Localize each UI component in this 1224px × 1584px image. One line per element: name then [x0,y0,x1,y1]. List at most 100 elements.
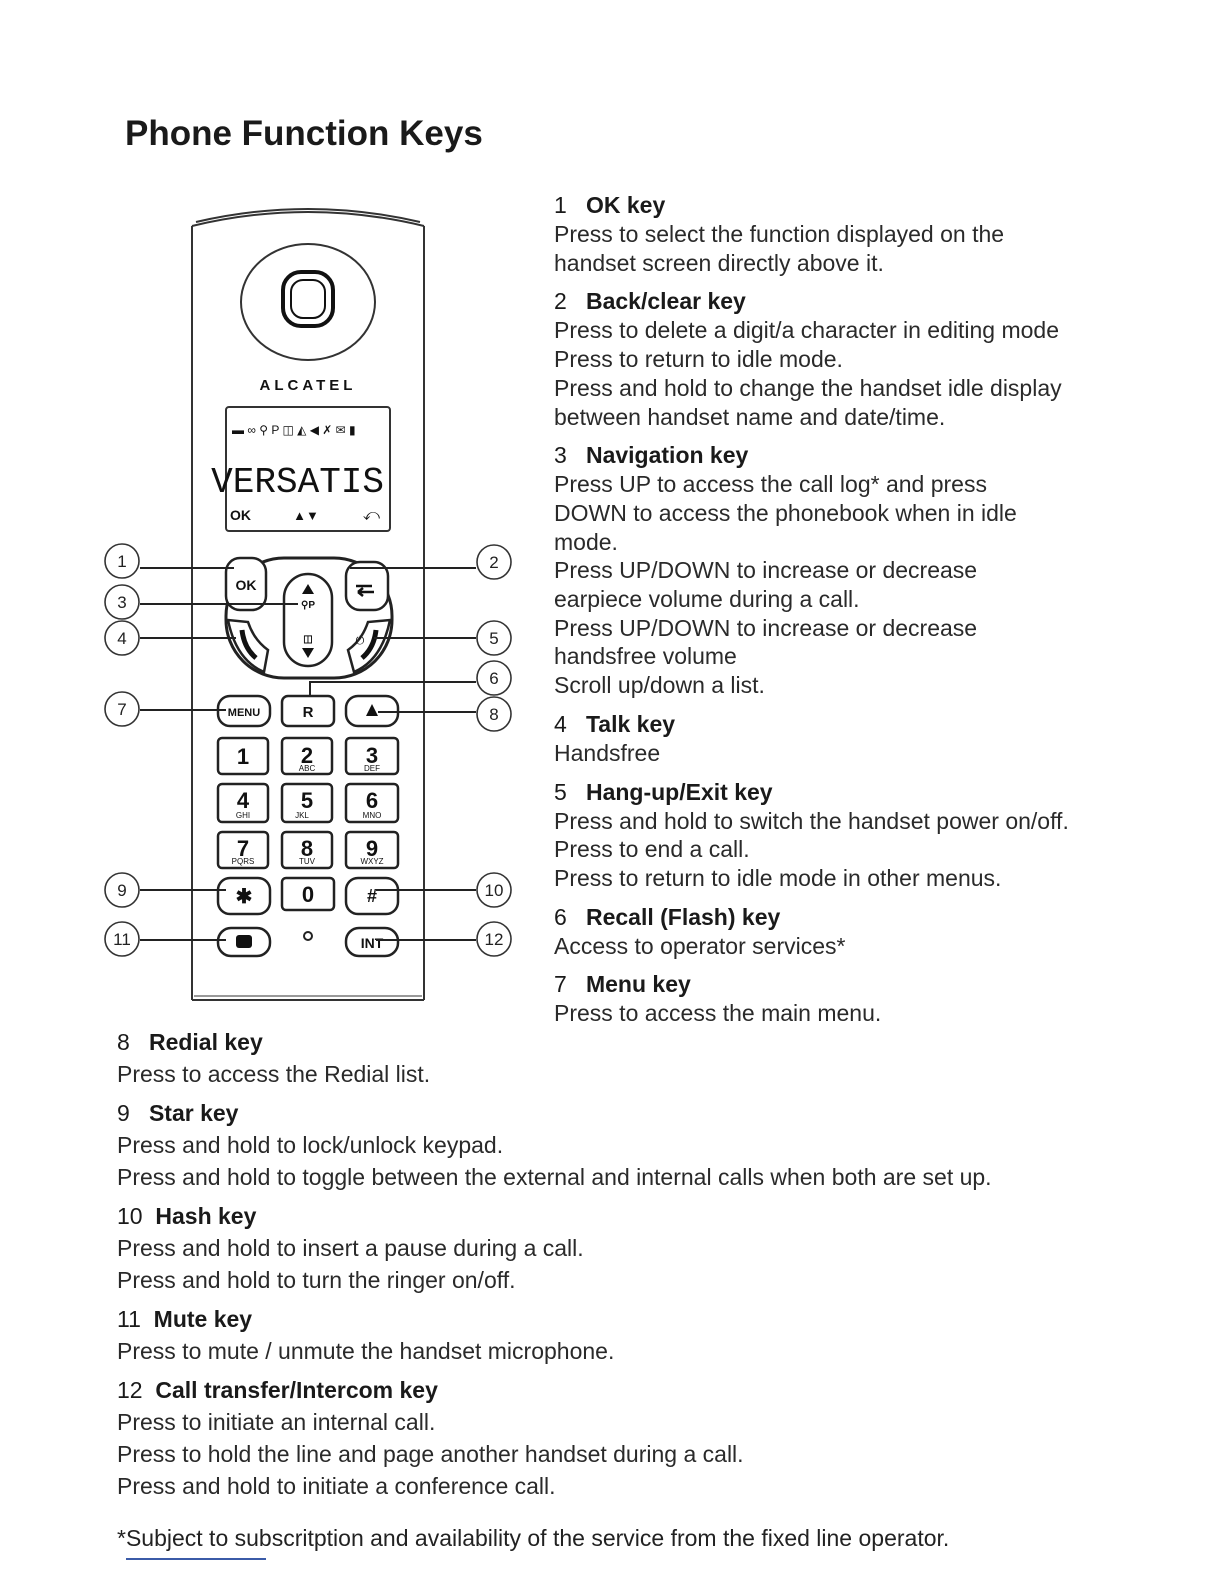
key-7-sub: PQRS [232,857,255,866]
power-icon: ⏻ [356,635,365,647]
key-line: Press to hold the line and page another … [117,1441,744,1467]
function-row: MENU R [216,694,400,728]
callout-2: 2 [489,553,498,572]
key-0: 0 [302,882,314,907]
key-name: OK key [585,192,666,218]
key-desc-hangup: 5 Hang-up/Exit key Press and hold to swi… [554,778,1214,893]
callout-9: 9 [117,881,126,900]
key-number: 8 [117,1029,130,1055]
key-line: Press to mute / unmute the handset micro… [117,1338,615,1364]
footnote: *Subject to subscritption and availabili… [117,1525,950,1551]
key-number: 3 [554,442,567,469]
key-line: mode. [554,528,618,555]
callout-8: 8 [489,705,498,724]
key-3: 3 [366,743,378,768]
key-desc-back-clear: 2 Back/clear key Press to delete a digit… [554,287,1214,431]
softkey-label-nav: ▲▼ [293,508,319,523]
key-number: 6 [554,903,567,930]
key-2: 2 [301,743,313,768]
key-number: 4 [554,710,567,737]
key-line: handset screen directly above it. [554,249,884,276]
brand-logo: ALCATEL [260,377,357,394]
lcd-display: ▬ ∞ ⚲ P ◫ ◭ ◀ ✗ ✉ ▮ VERSATIS OK ▲▼ ⤺ [211,406,391,532]
back-icon [356,584,374,597]
key-9: 9 [366,836,378,861]
key-line: Press and hold to change the handset idl… [554,374,1062,401]
key-name: Recall (Flash) key [585,903,781,930]
key-heading: 7 Menu key [554,970,1214,999]
nav-up-icon [302,584,314,594]
key-4-sub: GHI [236,811,250,820]
callout-3: 3 [117,593,126,612]
key-hash: # [367,886,377,906]
key-1: 1 [237,744,249,769]
handset-body [191,208,425,1001]
key-desc-menu: 7 Menu key Press to access the main menu… [554,970,1214,1028]
key-heading: 9 Star key [117,1098,1207,1129]
callout-5: 5 [489,629,498,648]
key-star: ✱ [236,886,253,908]
key-desc-ok: 1 OK key Press to select the function di… [554,191,1214,277]
key-line: between handset name and date/time. [554,403,946,430]
page-title: Phone Function Keys [125,114,483,153]
softkey-label-back: ⤺ [363,507,380,524]
key-line: Press to select the function displayed o… [554,221,1005,247]
nav-down-icon [302,648,314,658]
key-5-sub: JKL [295,811,309,820]
key-desc-navigation: 3 Navigation key Press UP to access the … [554,441,1214,700]
key-number: 2 [554,288,567,315]
key-number: 11 [117,1306,141,1332]
key-line: Press and hold to insert a pause during … [117,1235,584,1261]
key-heading: 1 OK key [554,191,1214,220]
callout-markers [104,543,512,957]
status-icons: ▬ ∞ ⚲ P ◫ ◭ ◀ ✗ ✉ ▮ [232,423,356,437]
key-3-sub: DEF [364,764,380,773]
callout-6: 6 [489,669,498,688]
key-heading: 6 Recall (Flash) key [554,903,1214,932]
key-line: Handsfree [554,739,661,766]
key-6: 6 [366,788,378,813]
key-line: Scroll up/down a list. [554,672,765,699]
key-descriptions-right: 1 OK key Press to select the function di… [554,191,1214,1038]
key-name: Menu key [585,971,691,998]
key-heading: 10 Hash key [117,1201,1207,1232]
key-7: 7 [237,836,249,861]
callout-10: 10 [485,881,504,900]
menu-key-label: MENU [228,707,260,719]
key-name: Hash key [155,1203,257,1229]
key-line: Press UP/DOWN to increase or decrease [554,614,978,641]
nav-up-sub: ⚲P [301,600,315,611]
earpiece [240,243,376,361]
display-text: VERSATIS [211,462,384,503]
key-line: Press and hold to switch the handset pow… [554,807,1069,834]
key-line: Press and hold to turn the ringer on/off… [117,1267,516,1293]
key-name: Star key [148,1100,239,1126]
key-line: DOWN to access the phonebook when in idl… [554,499,1017,526]
navigation-cluster: OK ⚲P ◫ ⏻ [224,556,394,680]
redial-icon [366,704,378,716]
key-number: 7 [554,971,567,998]
key-name: Redial key [148,1029,263,1055]
key-8-sub: TUV [299,857,316,866]
callout-11: 11 [113,930,131,949]
key-line: Press to access the main menu. [554,1000,882,1027]
key-heading: 4 Talk key [554,710,1214,739]
key-line: Press and hold to initiate a conference … [117,1473,556,1499]
footnote-underline [126,1558,266,1560]
key-line: Press and hold to lock/unlock keypad. [117,1132,504,1158]
callout-7: 7 [117,700,126,719]
key-desc-hash: 10 Hash key Press and hold to insert a p… [117,1201,1207,1296]
key-name: Talk key [585,710,676,737]
key-line: Press to initiate an internal call. [117,1409,436,1435]
callout-4: 4 [117,629,126,648]
key-line: Press to return to idle mode. [554,346,843,373]
keypad: 1 2 3 4 5 6 7 8 9 ✱ 0 # ABC DEF GHI JKL … [216,736,400,916]
key-line: Press and hold to toggle between the ext… [117,1164,992,1190]
intercom-key-label: INT [361,935,384,951]
key-line: handsfree volume [554,643,737,670]
key-name: Call transfer/Intercom key [155,1377,438,1403]
callout-1: 1 [117,552,126,571]
key-line: Press to end a call. [554,836,750,863]
key-4: 4 [237,788,250,813]
key-name: Navigation key [585,442,749,469]
